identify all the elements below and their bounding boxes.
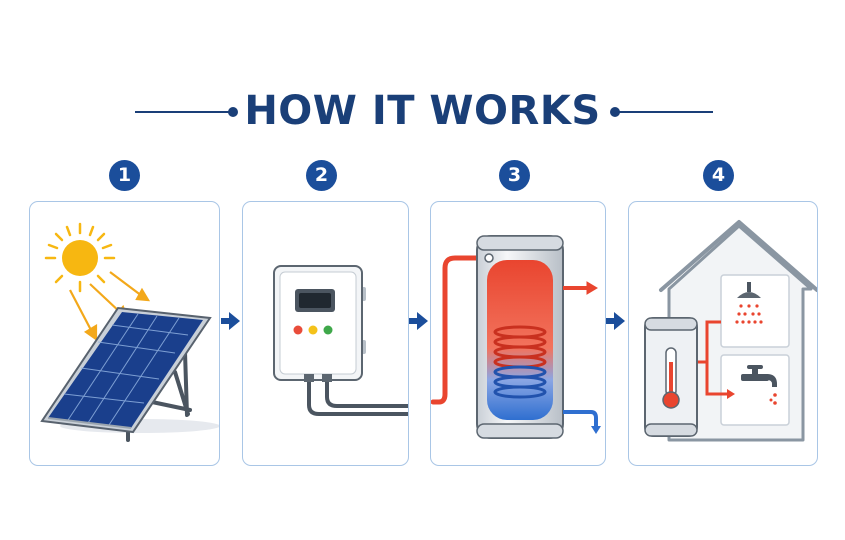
page-title: HOW IT WORKS: [244, 88, 601, 134]
step-badge-3: 3: [499, 160, 530, 191]
step-panel-2: [242, 201, 409, 466]
step-panel-1: [29, 201, 220, 466]
controller-box-icon: [273, 265, 408, 416]
thermometer-icon: [662, 347, 680, 409]
water-tank-coil-icon: [431, 235, 601, 439]
step-badge-2: 2: [306, 160, 337, 191]
step-panel-3: [430, 201, 606, 466]
title-row: HOW IT WORKS: [0, 84, 845, 140]
step-panel-4: [628, 201, 818, 466]
title-line-left: [135, 111, 233, 113]
solar-panel-sun-icon: [40, 222, 219, 442]
faucet-icon: [741, 365, 777, 405]
title-line-right: [615, 111, 713, 113]
house-hot-water-icon: [644, 220, 817, 442]
shower-icon: [735, 282, 763, 324]
arrow-right-icon: [221, 312, 240, 330]
arrow-right-icon: [606, 312, 625, 330]
title-dot-left: [228, 107, 238, 117]
arrow-right-icon: [409, 312, 428, 330]
step-badge-4: 4: [703, 160, 734, 191]
step-badge-1: 1: [109, 160, 140, 191]
